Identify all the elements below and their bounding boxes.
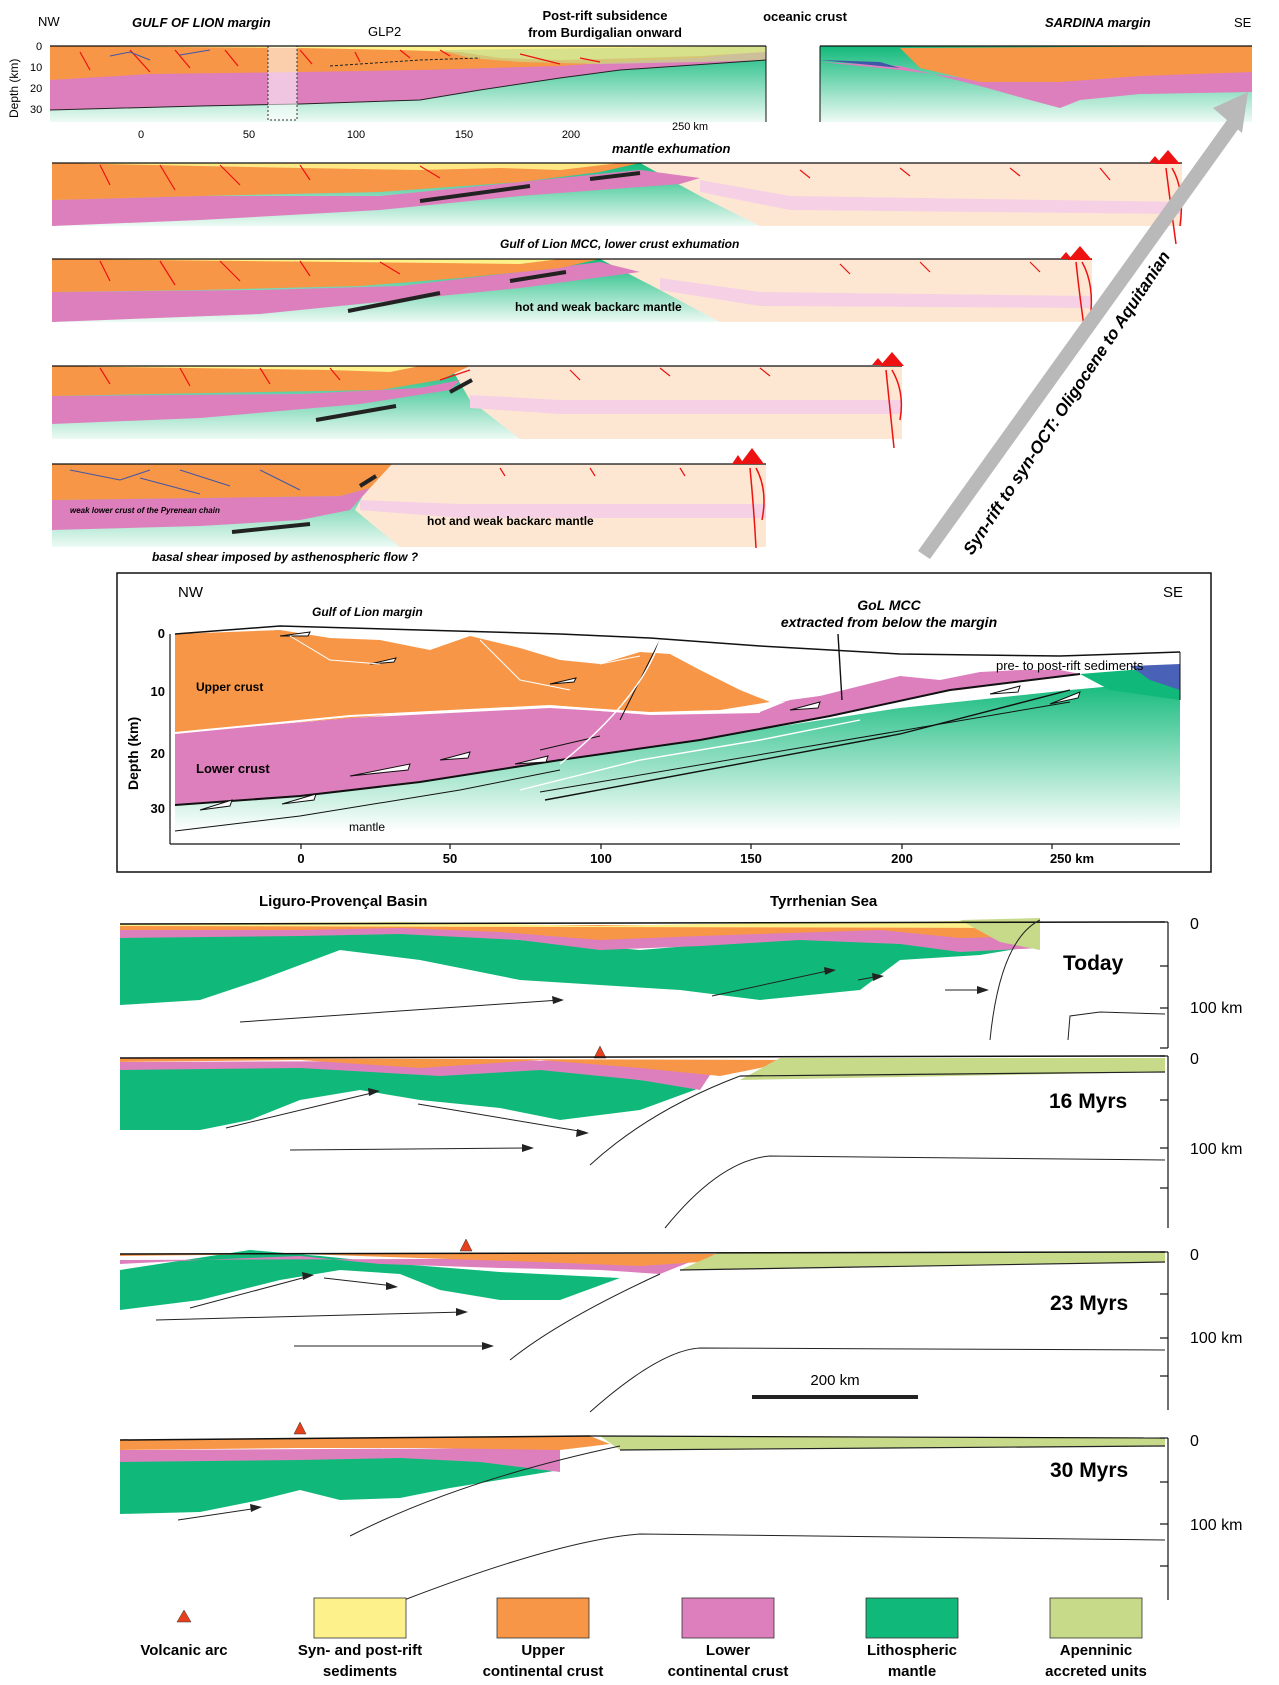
middle-nw-label: NW [178, 584, 204, 601]
stage4-shear-label: basal shear imposed by asthenospheric fl… [152, 550, 419, 564]
middle-gol-mcc-2: extracted from below the margin [781, 614, 997, 630]
svg-text:0: 0 [1190, 1247, 1199, 1264]
svg-text:30: 30 [151, 801, 165, 816]
svg-text:100 km: 100 km [1190, 1517, 1242, 1534]
top-se-label: SE [1234, 15, 1252, 30]
svg-text:200: 200 [891, 851, 913, 866]
svg-text:20: 20 [151, 746, 165, 761]
svg-text:100 km: 100 km [1190, 1141, 1242, 1158]
svg-text:100: 100 [590, 851, 612, 866]
stage-four: weak lower crust of the Pyrenean chain h… [52, 448, 766, 564]
svg-text:50: 50 [243, 129, 255, 141]
sardina-title: SARDINA margin [1045, 15, 1151, 30]
svg-text:Lower: Lower [706, 1642, 750, 1659]
stage-today-label: Today [1063, 952, 1124, 975]
svg-text:100 km: 100 km [1190, 1000, 1242, 1017]
top-nw-label: NW [38, 14, 60, 29]
stage4-weak-label: weak lower crust of the Pyrenean chain [70, 506, 220, 515]
middle-gol-mcc-1: GoL MCC [857, 597, 921, 613]
gulf-of-lion-title: GULF OF LION margin [132, 15, 271, 30]
svg-text:continental crust: continental crust [483, 1663, 604, 1680]
oceanic-crust-label: oceanic crust [763, 9, 847, 24]
svg-text:Lithospheric: Lithospheric [867, 1642, 957, 1659]
depth-scale-labels: 0 100 km 0 100 km 0 100 km 0 100 km [1190, 916, 1242, 1534]
legend-lower-crust: Lower continental crust [668, 1597, 789, 1680]
svg-text:100: 100 [347, 129, 365, 141]
svg-text:sediments: sediments [323, 1663, 397, 1680]
svg-text:0: 0 [297, 851, 304, 866]
legend-volcanic-arc: Volcanic arc [140, 1609, 228, 1659]
svg-text:0: 0 [1190, 1051, 1199, 1068]
svg-text:20: 20 [30, 83, 42, 95]
svg-text:200: 200 [562, 129, 580, 141]
stage-23-label: 23 Myrs [1050, 1292, 1128, 1315]
stage-30-label: 30 Myrs [1050, 1459, 1128, 1482]
stage2-mantle-label: hot and weak backarc mantle [515, 300, 682, 314]
legend-apenninic-units: Apenninic accreted units [1045, 1597, 1147, 1680]
top-cross-sections: NW GULF OF LION margin GLP2 Post-rift su… [7, 8, 1252, 564]
svg-text:mantle: mantle [888, 1663, 936, 1680]
svg-text:30: 30 [30, 104, 42, 116]
svg-text:250 km: 250 km [672, 121, 708, 133]
svg-text:250 km: 250 km [1050, 851, 1094, 866]
svg-text:Apenninic: Apenninic [1060, 1642, 1133, 1659]
stage-gulf-lion-mcc: Gulf of Lion MCC, lower crust exhumation… [52, 237, 1093, 341]
svg-text:10: 10 [30, 62, 42, 74]
top-depth-ticks: 0 10 20 30 [30, 41, 42, 116]
middle-ylabel: Depth (km) [125, 717, 141, 790]
svg-text:Upper: Upper [521, 1642, 565, 1659]
svg-text:0: 0 [138, 129, 144, 141]
top-depth-label: Depth (km) [7, 59, 21, 118]
glp2-label: GLP2 [368, 24, 401, 39]
legend-upper-crust: Upper continental crust [483, 1597, 604, 1680]
svg-text:0: 0 [1190, 1433, 1199, 1450]
section-present-gulf-of-lion [49, 45, 767, 122]
tyrrhenian-label: Tyrrhenian Sea [770, 893, 878, 910]
middle-mantle-label: mantle [349, 820, 385, 834]
stage-mantle-exhumation: mantle exhumation [52, 141, 1183, 245]
post-rift-label-1: Post-rift subsidence [543, 8, 668, 23]
stage4-mantle-label: hot and weak backarc mantle [427, 514, 594, 528]
stage-16-myrs: 16 Myrs [119, 1045, 1166, 1229]
svg-text:150: 150 [740, 851, 762, 866]
svg-text:Volcanic arc: Volcanic arc [140, 1642, 227, 1659]
post-rift-label-2: from Burdigalian onward [528, 25, 682, 40]
legend-sediments: Syn- and post-rift sediments [298, 1597, 422, 1680]
svg-text:0: 0 [36, 41, 42, 53]
middle-x-ticks: 0 50 100 150 200 250 km [297, 851, 1094, 866]
svg-text:accreted units: accreted units [1045, 1663, 1147, 1680]
middle-lower-label: Lower crust [196, 761, 270, 776]
stage-23-myrs: 23 Myrs 200 km [119, 1238, 1166, 1413]
stage-today: Today [119, 918, 1166, 1041]
syn-rift-arrow: Syn-rift to syn-OCT: Oligocene to Aquita… [918, 92, 1248, 559]
middle-detail-section: NW SE [116, 572, 1212, 873]
stage1-label: mantle exhumation [612, 141, 731, 156]
svg-text:0: 0 [158, 626, 165, 641]
top-x-ticks: 0 50 100 150 200 250 km [138, 121, 708, 141]
svg-text:10: 10 [151, 684, 165, 699]
svg-text:150: 150 [455, 129, 473, 141]
middle-gulf-label: Gulf of Lion margin [312, 605, 423, 619]
depth-scales [1160, 921, 1169, 1600]
svg-text:50: 50 [443, 851, 457, 866]
liguro-label: Liguro-Provençal Basin [259, 893, 427, 910]
section-present-sardina [819, 45, 1252, 122]
svg-text:Syn- and post-rift: Syn- and post-rift [298, 1642, 422, 1659]
middle-upper-label: Upper crust [196, 680, 263, 694]
bottom-evolution-section: Liguro-Provençal Basin Tyrrhenian Sea [119, 893, 1242, 1601]
stage2-label: Gulf of Lion MCC, lower crust exhumation [500, 237, 739, 251]
svg-text:continental crust: continental crust [668, 1663, 789, 1680]
legend: Volcanic arc Syn- and post-rift sediment… [140, 1597, 1147, 1680]
scale-bar-label: 200 km [810, 1372, 859, 1389]
middle-se-label: SE [1163, 584, 1183, 601]
stage-three [52, 352, 904, 449]
stage-16-label: 16 Myrs [1049, 1090, 1127, 1113]
middle-y-ticks: 0 10 20 30 [151, 626, 165, 816]
svg-text:0: 0 [1190, 916, 1199, 933]
stage-30-myrs: 30 Myrs [119, 1421, 1166, 1601]
svg-text:100 km: 100 km [1190, 1330, 1242, 1347]
legend-lithospheric-mantle: Lithospheric mantle [865, 1597, 959, 1680]
middle-sediments-label: pre- to post-rift sediments [996, 658, 1144, 673]
